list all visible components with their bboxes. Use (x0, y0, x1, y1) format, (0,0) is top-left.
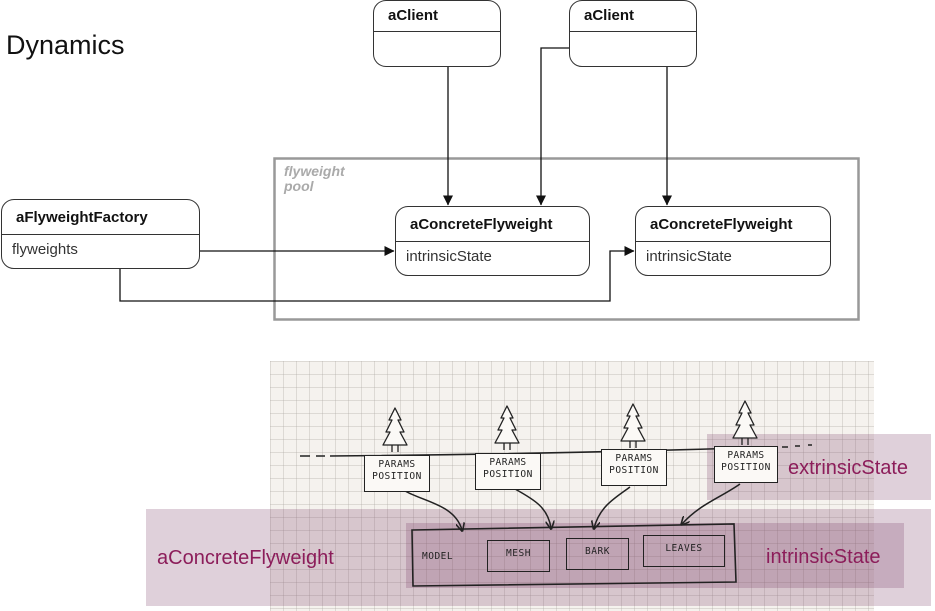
factory-name: aFlyweightFactory (16, 209, 148, 226)
concrete-flyweight-object-1: aConcreteFlyweight intrinsicState (395, 206, 590, 276)
bark-part: BARK (566, 538, 629, 570)
flyweight-name: aConcreteFlyweight (410, 216, 553, 233)
tree-icon (494, 405, 520, 451)
compartment-divider (396, 241, 589, 242)
extrinsic-state-label: extrinsicState (788, 457, 909, 479)
compartment-divider (2, 234, 199, 235)
client-object-1: aClient (373, 0, 501, 67)
card3-to-bark-arrow (594, 486, 631, 528)
card4-to-leaves-arrow (682, 483, 741, 524)
intrinsic-state-band (406, 523, 904, 588)
flyweight-name: aConcreteFlyweight (650, 216, 793, 233)
compartment-divider (570, 31, 696, 32)
intrinsic-state-label: intrinsicState (766, 546, 881, 568)
factory-attribute: flyweights (12, 241, 78, 258)
client-name: aClient (388, 7, 439, 24)
model-container-box (411, 523, 737, 587)
flyweight-attribute: intrinsicState (646, 248, 732, 265)
concrete-flyweight-band (146, 509, 931, 606)
tree-icon (732, 400, 758, 446)
leaves-part: LEAVES (643, 535, 725, 567)
flyweight-pool-frame (273, 157, 860, 321)
flyweight-factory-object: aFlyweightFactory flyweights (1, 199, 200, 269)
compartment-divider (374, 31, 500, 32)
concrete-flyweight-object-2: aConcreteFlyweight intrinsicState (635, 206, 831, 276)
card1-to-model-arrow (404, 490, 462, 530)
page-title: Dynamics (6, 30, 125, 60)
mesh-part: MESH (487, 540, 550, 572)
flyweight-pool-label: flyweight pool (284, 163, 345, 194)
client-object-2: aClient (569, 0, 697, 67)
tree-icon (620, 403, 646, 449)
flyweight-attribute: intrinsicState (406, 248, 492, 265)
tree-icon (382, 407, 408, 453)
client-name: aClient (584, 7, 635, 24)
compartment-divider (636, 241, 830, 242)
factory-to-flyweight2-arrow (119, 246, 635, 302)
concrete-flyweight-label: aConcreteFlyweight (157, 547, 334, 569)
card2-to-mesh-arrow (514, 488, 551, 528)
model-part: MODEL (422, 551, 454, 562)
